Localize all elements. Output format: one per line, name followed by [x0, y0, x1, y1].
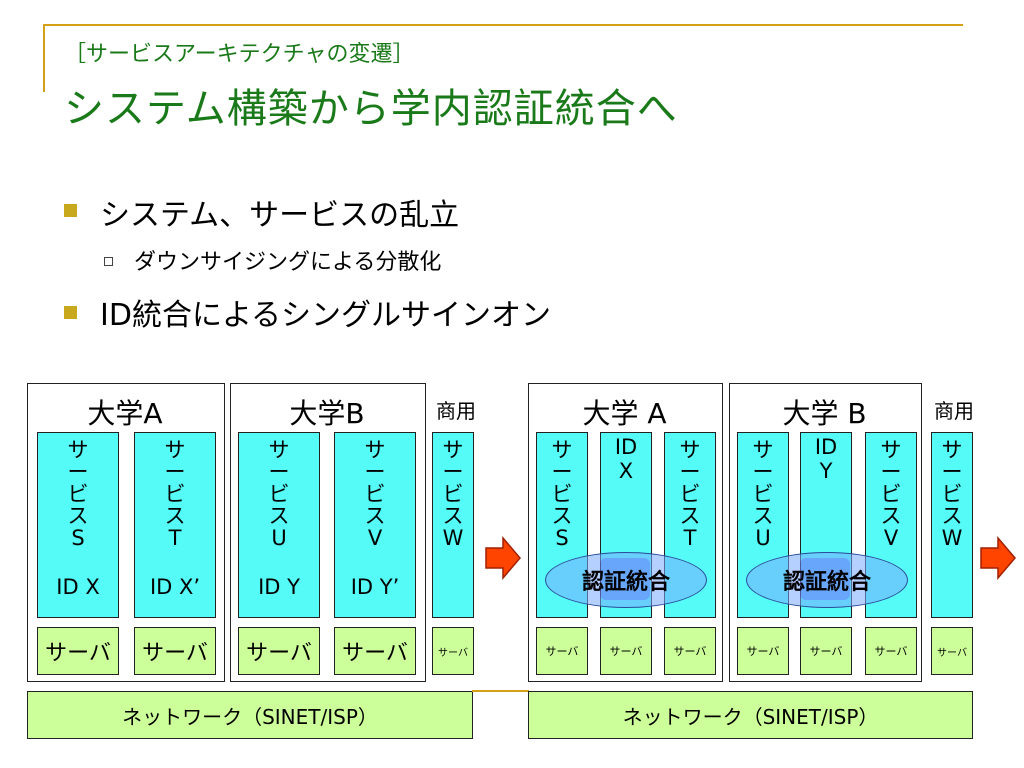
network-bar: ネットワーク（SINET/ISP）	[528, 691, 973, 739]
arrow-right-icon	[980, 536, 1016, 580]
service-v-label: サービスV	[364, 438, 386, 550]
server: サーバ	[432, 627, 474, 675]
header-decoration-horizontal	[43, 24, 963, 26]
bullet-square-icon	[64, 204, 77, 217]
service-u-label: サービスU	[752, 438, 774, 550]
service-w-label: サービスW	[442, 438, 464, 550]
network-bar: ネットワーク（SINET/ISP）	[27, 691, 473, 739]
service-t-id: ID X’	[149, 575, 201, 599]
service-t-label: サービスT	[679, 438, 701, 550]
sub-bullet-icon	[104, 257, 113, 266]
service-s-label: サービスS	[67, 438, 89, 550]
service-v-id: ID Y’	[350, 575, 400, 599]
server: サーバ	[600, 627, 652, 675]
server: サーバ	[334, 627, 416, 675]
service-w: サービスW	[931, 432, 973, 618]
university-b-label: 大学 B	[782, 397, 867, 430]
arrow-right-icon	[485, 536, 521, 580]
service-t-label: サービスT	[164, 438, 186, 550]
server: サーバ	[664, 627, 716, 675]
university-b-label: 大学B	[289, 397, 365, 430]
server: サーバ	[238, 627, 320, 675]
connector-line	[472, 690, 529, 692]
bullet-item-2: ID統合によるシングルサインオン	[100, 298, 552, 333]
id-x-label-top: ID	[614, 435, 638, 459]
auth-overlap-highlight	[600, 558, 650, 600]
id-x-label-bottom: X	[618, 459, 634, 483]
id-y-label-top: ID	[814, 435, 838, 459]
service-v: サービスV ID Y’	[334, 432, 416, 618]
service-s-id: ID X	[56, 575, 100, 599]
service-u-id: ID Y	[258, 575, 300, 599]
server: サーバ	[737, 627, 789, 675]
service-s-label: サービスS	[551, 438, 573, 550]
university-a-label: 大学A	[87, 397, 163, 430]
bullet-subitem-1: ダウンサイジングによる分散化	[134, 250, 442, 275]
commercial-label: 商用	[934, 399, 974, 423]
service-w-label: サービスW	[941, 438, 963, 550]
auth-overlap-highlight	[800, 558, 850, 600]
commercial-label: 商用	[436, 399, 476, 423]
slide-title: システム構築から学内認証統合へ	[64, 86, 678, 132]
service-w: サービスW	[432, 432, 474, 618]
server: サーバ	[931, 627, 973, 675]
service-t: サービスT ID X’	[134, 432, 216, 618]
id-y-label-bottom: Y	[819, 459, 833, 483]
university-a-label: 大学 A	[582, 397, 667, 430]
server: サーバ	[134, 627, 216, 675]
service-s: サービスS ID X	[37, 432, 119, 618]
service-v-label: サービスV	[880, 438, 902, 550]
server: サーバ	[536, 627, 588, 675]
server: サーバ	[865, 627, 917, 675]
bullet-item-1: システム、サービスの乱立	[100, 198, 460, 233]
slide-subtitle: ［サービスアーキテクチャの変遷］	[64, 42, 415, 67]
header-decoration-vertical	[43, 24, 45, 92]
server: サーバ	[800, 627, 852, 675]
server: サーバ	[37, 627, 119, 675]
bullet-square-icon	[64, 306, 77, 319]
service-u: サービスU ID Y	[238, 432, 320, 618]
service-u-label: サービスU	[268, 438, 290, 550]
